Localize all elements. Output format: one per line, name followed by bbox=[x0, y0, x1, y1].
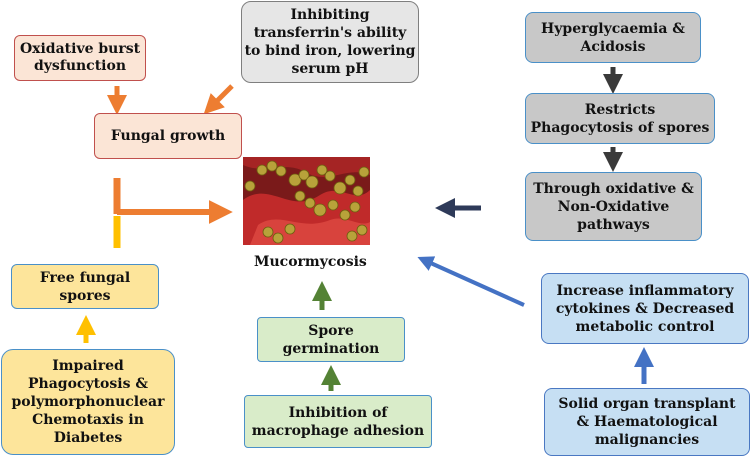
box-inhibition-macrophage: Inhibition of macrophage adhesion bbox=[244, 395, 432, 448]
box-solid-organ: Solid organ transplant & Haematological … bbox=[544, 388, 750, 456]
box-hyperglycaemia-label: Hyperglycaemia & Acidosis bbox=[541, 20, 685, 55]
box-fungal-growth: Fungal growth bbox=[94, 113, 242, 159]
box-inhibiting-transferrin: Inhibiting transferrin's ability to bind… bbox=[241, 1, 419, 83]
box-spore-germination: Spore germination bbox=[257, 317, 405, 362]
box-free-fungal-spores-label: Free fungal spores bbox=[39, 269, 131, 304]
box-inhibiting-transferrin-label: Inhibiting transferrin's ability to bind… bbox=[244, 7, 416, 77]
box-spore-germination-label: Spore germination bbox=[282, 322, 380, 357]
box-restricts-phagocytosis-label: Restricts Phagocytosis of spores bbox=[530, 101, 710, 136]
box-impaired-phagocytosis: Impaired Phagocytosis & polymorphonuclea… bbox=[1, 349, 175, 455]
box-inflammatory-cytokines: Increase inflammatory cytokines & Decrea… bbox=[541, 273, 749, 344]
mucormycosis-label: Mucormycosis bbox=[254, 254, 367, 270]
box-fungal-growth-label: Fungal growth bbox=[110, 127, 226, 144]
box-hyperglycaemia: Hyperglycaemia & Acidosis bbox=[525, 12, 701, 63]
box-restricts-phagocytosis: Restricts Phagocytosis of spores bbox=[525, 93, 715, 144]
arrow-transferrin-to-fungal bbox=[203, 84, 234, 115]
box-impaired-phagocytosis-label: Impaired Phagocytosis & polymorphonuclea… bbox=[11, 358, 165, 446]
box-oxidative-burst: Oxidative burst dysfunction bbox=[14, 35, 146, 81]
box-solid-organ-label: Solid organ transplant & Haematological … bbox=[558, 396, 736, 448]
box-inflammatory-cytokines-label: Increase inflammatory cytokines & Decrea… bbox=[555, 282, 735, 335]
box-oxidative-pathways: Through oxidative & Non-Oxidative pathwa… bbox=[525, 172, 702, 241]
box-oxidative-burst-label: Oxidative burst dysfunction bbox=[19, 41, 141, 74]
box-free-fungal-spores: Free fungal spores bbox=[11, 264, 159, 309]
box-oxidative-pathways-label: Through oxidative & Non-Oxidative pathwa… bbox=[533, 180, 694, 233]
mucormycosis-micrograph bbox=[243, 157, 370, 245]
arrow-cytokines-to-mucormycosis bbox=[417, 256, 525, 307]
box-inhibition-macrophage-label: Inhibition of macrophage adhesion bbox=[251, 404, 425, 439]
